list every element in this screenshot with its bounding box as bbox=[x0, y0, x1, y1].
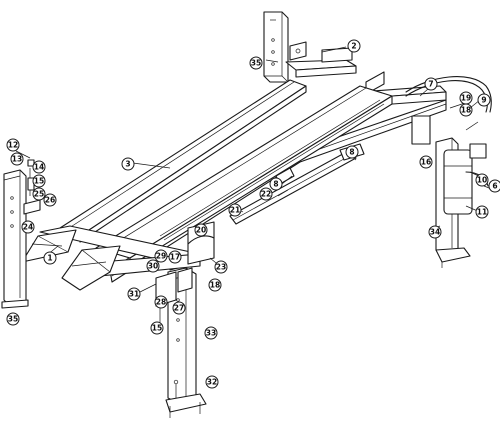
svg-text:30: 30 bbox=[148, 262, 158, 271]
svg-text:35: 35 bbox=[8, 315, 18, 324]
callout-17: 17 bbox=[168, 250, 182, 264]
svg-text:20: 20 bbox=[196, 226, 206, 235]
callout-6: 6 bbox=[488, 179, 500, 193]
svg-text:32: 32 bbox=[207, 378, 217, 387]
svg-text:9: 9 bbox=[481, 96, 486, 105]
callout-18-front: 18 bbox=[208, 278, 222, 292]
svg-text:14: 14 bbox=[34, 163, 44, 172]
svg-text:11: 11 bbox=[477, 208, 487, 217]
callout-8-right: 8 bbox=[345, 145, 359, 159]
svg-text:29: 29 bbox=[156, 252, 166, 261]
callout-28: 28 bbox=[154, 295, 168, 309]
callout-30: 30 bbox=[146, 259, 160, 273]
front-left-post bbox=[1, 169, 29, 309]
callout-27: 27 bbox=[172, 301, 186, 315]
callout-15-left: 15 bbox=[32, 174, 46, 188]
callout-3: 3 bbox=[121, 157, 135, 171]
svg-text:15: 15 bbox=[152, 324, 162, 333]
callout-33: 33 bbox=[204, 326, 218, 340]
svg-text:6: 6 bbox=[492, 182, 497, 191]
callout-32: 32 bbox=[205, 375, 219, 389]
callout-9: 9 bbox=[477, 93, 491, 107]
rear-cross-beam bbox=[285, 47, 385, 95]
svg-text:25: 25 bbox=[34, 190, 44, 199]
callout-12: 12 bbox=[6, 138, 20, 152]
svg-text:7: 7 bbox=[428, 80, 433, 89]
svg-text:22: 22 bbox=[261, 190, 271, 199]
callout-31: 31 bbox=[127, 287, 141, 301]
svg-text:26: 26 bbox=[45, 196, 55, 205]
svg-text:28: 28 bbox=[156, 298, 166, 307]
callout-34: 34 bbox=[428, 225, 442, 239]
callout-25: 25 bbox=[32, 187, 46, 201]
right-ramp bbox=[61, 245, 121, 291]
svg-text:18: 18 bbox=[461, 106, 471, 115]
svg-text:17: 17 bbox=[170, 253, 180, 262]
svg-text:8: 8 bbox=[349, 148, 354, 157]
svg-text:10: 10 bbox=[477, 176, 487, 185]
svg-text:35: 35 bbox=[251, 59, 261, 68]
callout-1: 1 bbox=[43, 251, 57, 265]
svg-text:21: 21 bbox=[230, 206, 240, 215]
callout-35-bottom: 35 bbox=[6, 312, 20, 326]
callout-18-rear: 18 bbox=[459, 103, 473, 117]
callout-23: 23 bbox=[214, 260, 228, 274]
callout-21: 21 bbox=[228, 203, 242, 217]
svg-text:2: 2 bbox=[351, 42, 356, 51]
svg-text:1: 1 bbox=[47, 254, 52, 263]
callout-13: 13 bbox=[10, 152, 24, 166]
callout-11: 11 bbox=[475, 205, 489, 219]
callout-29: 29 bbox=[154, 249, 168, 263]
svg-text:18: 18 bbox=[210, 281, 220, 290]
svg-text:23: 23 bbox=[216, 263, 226, 272]
rear-left-post bbox=[263, 11, 289, 83]
svg-text:16: 16 bbox=[421, 158, 431, 167]
top-bracket bbox=[289, 41, 307, 61]
callout-22: 22 bbox=[259, 187, 273, 201]
front-right-hardware bbox=[155, 221, 215, 398]
callout-15-front: 15 bbox=[150, 321, 164, 335]
svg-text:3: 3 bbox=[125, 160, 130, 169]
callout-20: 20 bbox=[194, 223, 208, 237]
callout-10: 10 bbox=[475, 173, 489, 187]
hydraulic-cylinder bbox=[229, 143, 365, 225]
svg-text:31: 31 bbox=[129, 290, 139, 299]
callout-markers: 2 35 7 9 19 18 3 8 16 10 6 11 34 8 22 21… bbox=[6, 39, 500, 389]
callout-16: 16 bbox=[419, 155, 433, 169]
svg-text:12: 12 bbox=[8, 141, 18, 150]
callout-35-top: 35 bbox=[249, 56, 263, 70]
callout-26: 26 bbox=[43, 193, 57, 207]
svg-text:27: 27 bbox=[174, 304, 184, 313]
callout-14: 14 bbox=[32, 160, 46, 174]
callout-7: 7 bbox=[424, 77, 438, 91]
callout-8-mid: 8 bbox=[269, 177, 283, 191]
svg-text:8: 8 bbox=[273, 180, 278, 189]
power-unit bbox=[411, 115, 489, 215]
svg-text:13: 13 bbox=[12, 155, 22, 164]
svg-text:15: 15 bbox=[34, 177, 44, 186]
inner-cable-track bbox=[159, 99, 385, 241]
callout-19: 19 bbox=[459, 91, 473, 105]
svg-text:24: 24 bbox=[23, 223, 33, 232]
callout-24: 24 bbox=[21, 220, 35, 234]
svg-text:34: 34 bbox=[430, 228, 440, 237]
svg-text:33: 33 bbox=[206, 329, 216, 338]
svg-text:19: 19 bbox=[461, 94, 471, 103]
front-right-post bbox=[165, 267, 207, 418]
callout-2: 2 bbox=[347, 39, 361, 53]
